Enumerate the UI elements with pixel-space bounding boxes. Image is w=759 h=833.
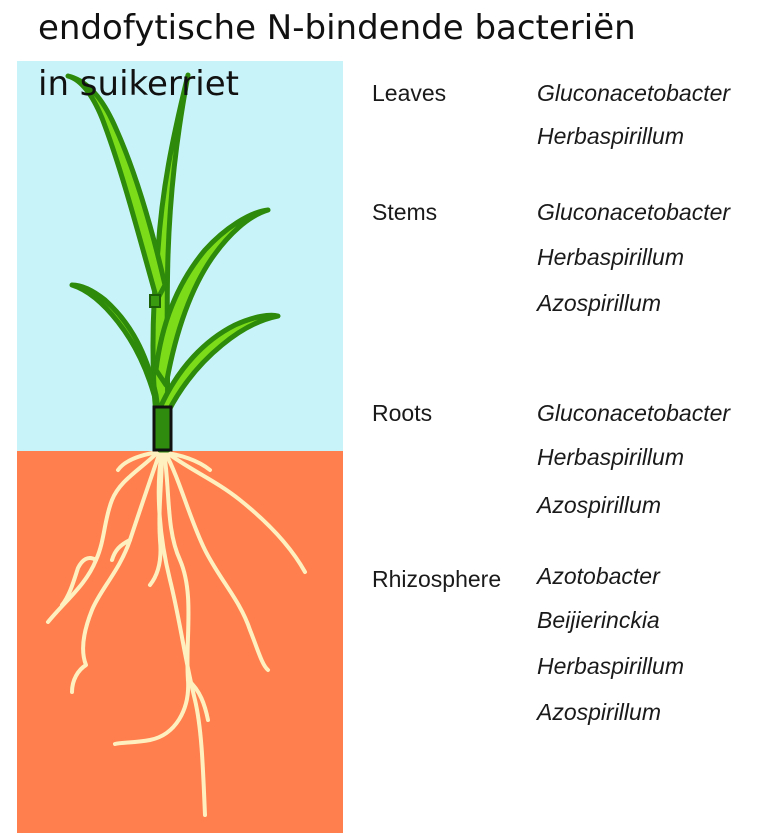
stem-node-small [150,295,160,307]
root [62,558,96,605]
leaf [68,76,165,300]
root [166,452,305,572]
root [159,452,205,815]
leaf [156,210,268,385]
title-line-2: in suikerriet [38,64,239,104]
leaf [72,285,158,410]
root [72,452,160,692]
title-line-1: endofytische N-bindende bacteriën [38,8,636,48]
stem-node-box [154,407,171,450]
leaves [68,75,278,450]
roots [48,452,305,815]
root [115,452,189,744]
root [48,452,158,622]
